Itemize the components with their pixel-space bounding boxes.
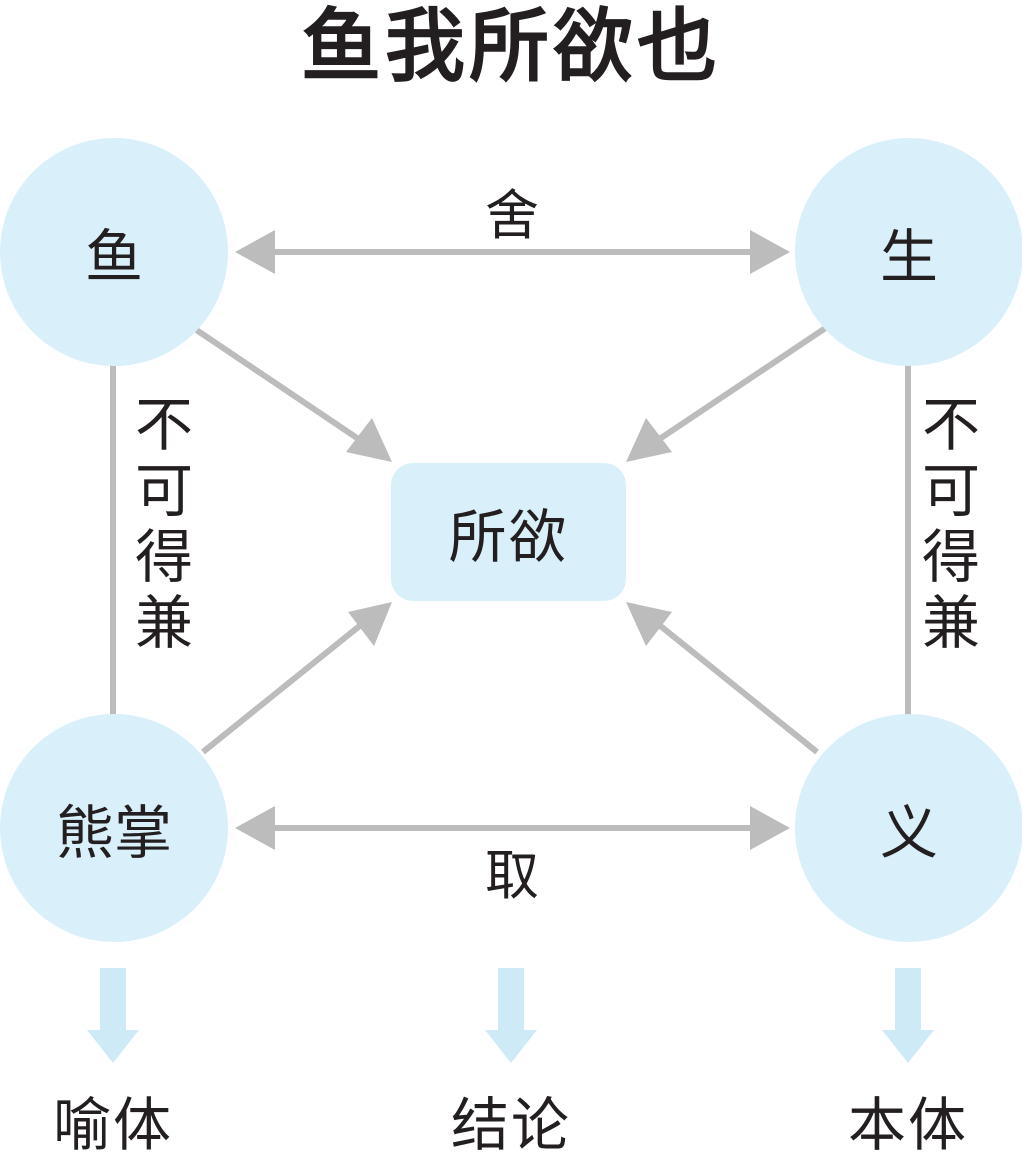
- arrow-bearpaw-to-desire: [201, 602, 392, 755]
- vertical-label-right: 不 可 得 兼: [916, 392, 986, 656]
- bottom-label-vehicle: 喻体: [52, 1091, 173, 1159]
- bottom-label-tenor: 本体: [847, 1091, 968, 1159]
- arrow-fish-to-desire: [190, 324, 392, 462]
- bottom-label-conclusion: 结论: [450, 1091, 571, 1159]
- arrow-life-to-desire: [626, 324, 829, 462]
- vertical-char: 可: [134, 457, 193, 525]
- node-righteousness: 义: [795, 714, 1022, 942]
- arrow-righteousness-to-desire: [626, 602, 819, 755]
- vertical-char: 不: [921, 391, 980, 459]
- vertical-char: 兼: [921, 589, 980, 657]
- vertical-char: 可: [921, 457, 980, 525]
- vertical-char: 不: [134, 391, 193, 459]
- vertical-char: 得: [921, 523, 980, 591]
- node-desire: 所欲: [391, 463, 626, 601]
- edge-label-bottom: 取: [485, 844, 539, 907]
- down-arrow-left: [87, 968, 139, 1063]
- edge-label-top: 舍: [485, 184, 539, 247]
- top-double-arrow: [235, 230, 790, 274]
- node-fish: 鱼: [0, 138, 228, 366]
- vertical-char: 兼: [134, 589, 193, 657]
- down-arrow-center: [485, 968, 537, 1063]
- node-life: 生: [795, 138, 1022, 366]
- down-arrow-right: [882, 968, 934, 1063]
- node-bear-paw: 熊掌: [0, 714, 228, 942]
- vertical-label-left: 不 可 得 兼: [129, 392, 199, 656]
- bottom-double-arrow: [235, 806, 790, 850]
- vertical-char: 得: [134, 523, 193, 591]
- diagram-title: 鱼我所欲也: [301, 0, 721, 93]
